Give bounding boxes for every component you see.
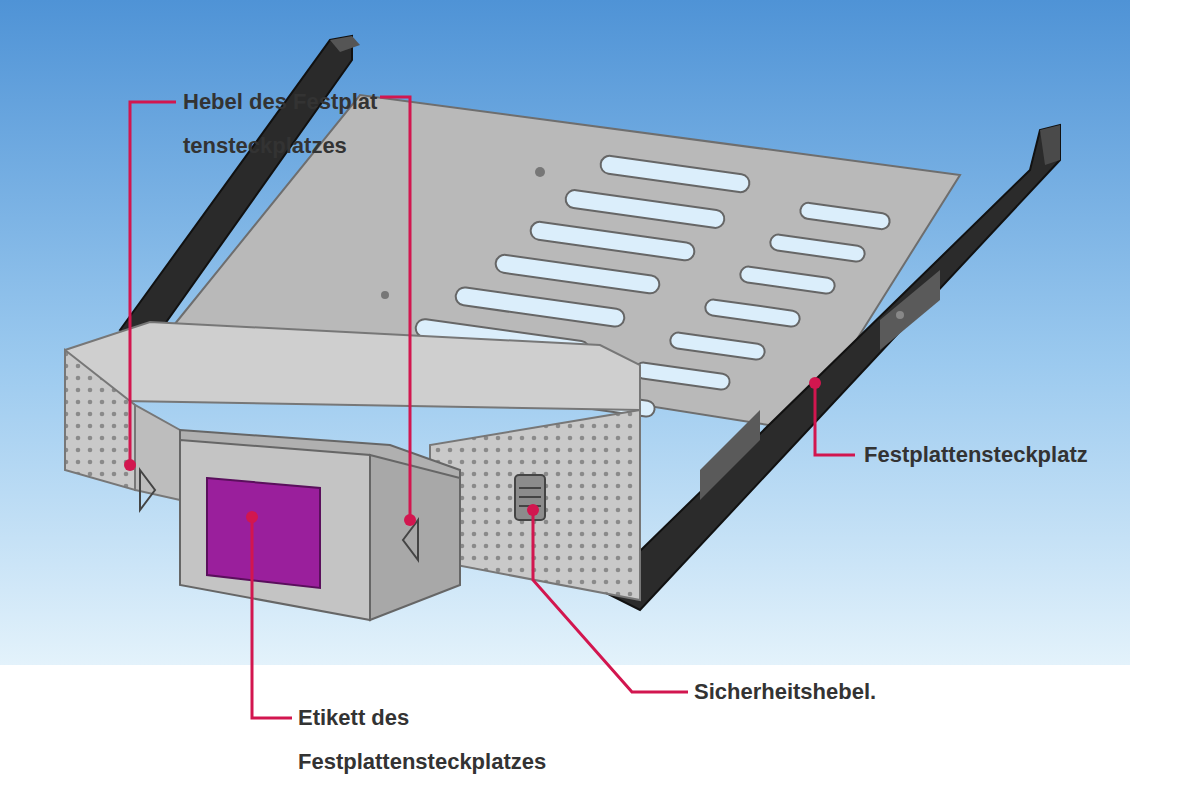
background — [0, 0, 1130, 665]
leader-lines — [130, 97, 855, 718]
lever-label: Hebel des Festplattensteckplatzes — [183, 80, 383, 168]
safety-lever-label: Sicherheitshebel. — [694, 670, 994, 714]
tray-label: Festplattensteckplatz — [864, 433, 1194, 477]
tag-label: Etikett des Festplattensteckplatzes — [298, 696, 628, 784]
